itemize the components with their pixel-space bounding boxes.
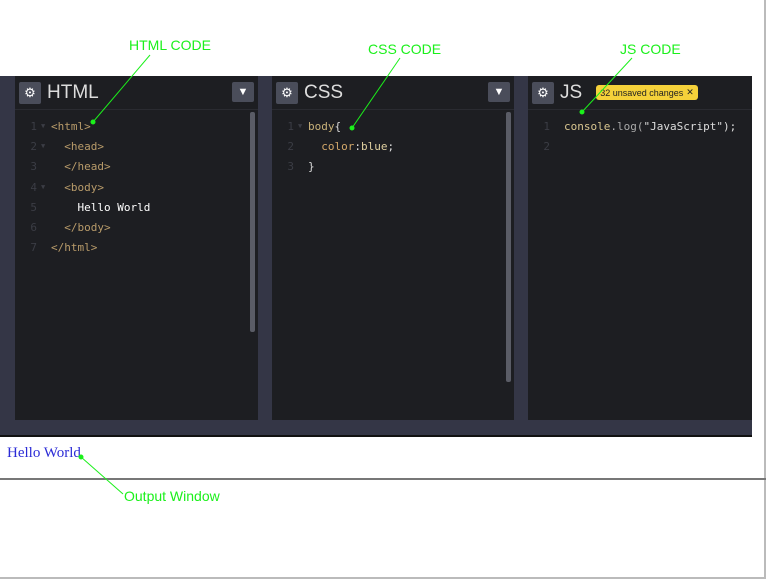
panel-title: HTML [47, 81, 99, 103]
close-icon[interactable]: ✕ [686, 87, 694, 97]
line-number: 4 [30, 180, 37, 194]
line-number: 3 [30, 160, 37, 174]
output-text: Hello World [7, 445, 81, 461]
gear-icon[interactable]: ⚙ [276, 81, 298, 104]
code-line: <head> [51, 139, 104, 153]
line-number: 1 [543, 119, 550, 133]
colon: : [354, 139, 361, 153]
line-number: 3 [287, 160, 294, 174]
object: console [564, 119, 611, 133]
chevron-down-icon[interactable]: ▼ [232, 82, 254, 102]
code-line: </body> [51, 221, 111, 235]
line-number: 7 [30, 241, 37, 255]
semicolon: ; [387, 139, 395, 153]
brace: { [334, 119, 342, 133]
css-panel: ⚙ CSS ▼ 1▼body{ 2 color:blue; 3} [272, 76, 514, 420]
annotation-css: CSS CODE [368, 41, 442, 57]
code-line: <body> [51, 180, 104, 194]
scrollbar[interactable] [506, 112, 511, 382]
line-number: 2 [543, 139, 550, 153]
code-line: </head> [51, 160, 111, 174]
css-code[interactable]: 1▼body{ 2 color:blue; 3} [272, 116, 514, 177]
line-number: 2 [30, 139, 37, 153]
line-number: 1 [287, 119, 294, 133]
divider [0, 478, 766, 480]
chevron-down-icon[interactable]: ▼ [488, 82, 510, 102]
annotation-js: JS CODE [620, 41, 681, 57]
property: color [321, 139, 355, 153]
brace: } [308, 160, 315, 174]
gear-icon[interactable]: ⚙ [19, 81, 41, 104]
value: blue [361, 139, 388, 153]
scrollbar[interactable] [250, 112, 255, 332]
html-panel: ⚙ HTML ▼ 1▼<html> 2▼ <head> 3 </head> 4▼ <… [15, 76, 258, 420]
code-line: </html> [51, 241, 98, 255]
line-number: 6 [30, 221, 37, 235]
gear-icon[interactable]: ⚙ [532, 81, 554, 104]
punct: ); [722, 119, 737, 133]
panel-title: CSS [304, 81, 344, 103]
code-line: Hello World [51, 200, 151, 214]
panel-title: JS [560, 81, 583, 103]
js-panel: ⚙ JS 32 unsaved changes✕ 1 console.log("Jav… [528, 76, 752, 420]
badge-text: 32 unsaved changes [600, 87, 684, 98]
line-number: 2 [287, 139, 294, 153]
line-number: 5 [30, 200, 37, 214]
annotation-output: Output Window [124, 488, 220, 504]
html-code[interactable]: 1▼<html> 2▼ <head> 3 </head> 4▼ <body> 5… [15, 116, 258, 258]
js-code[interactable]: 1 console.log("JavaScript"); 2 [528, 116, 752, 157]
unsaved-changes-badge[interactable]: 32 unsaved changes✕ [596, 85, 698, 100]
code-line: <html> [51, 119, 91, 133]
line-number: 1 [30, 119, 37, 133]
selector: body [308, 119, 335, 133]
string: "JavaScript" [643, 119, 723, 133]
annotation-html: HTML CODE [129, 37, 211, 53]
editor-area: ⚙ HTML ▼ 1▼<html> 2▼ <head> 3 </head> 4▼ <… [0, 76, 752, 437]
method: .log( [610, 119, 644, 133]
